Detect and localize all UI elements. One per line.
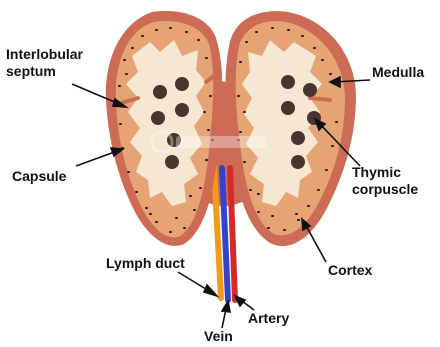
lymph-duct-label: Lymph duct (106, 255, 185, 272)
corpuscle (165, 155, 179, 169)
interlobular-septum-label: Interlobular septum (6, 46, 83, 80)
vein-arrowhead (222, 301, 230, 312)
corpuscle (281, 75, 295, 89)
cortex-text: Cortex (328, 262, 372, 278)
capsule-text: Capsule (12, 168, 66, 184)
medulla-text: Medulla (372, 64, 424, 80)
thymic-corpuscle-text: Thymic corpuscle (352, 164, 418, 197)
cortex-label: Cortex (328, 262, 372, 279)
corpuscle (175, 103, 189, 117)
corpuscle (151, 111, 165, 125)
corpuscle (153, 85, 167, 99)
thymic-corpuscle-label: Thymic corpuscle (352, 164, 418, 198)
corpuscle (303, 83, 317, 97)
corpuscle (281, 101, 295, 115)
interlobular-septum-text: Interlobular septum (6, 46, 83, 79)
vein-label: Vein (204, 328, 233, 345)
right-interlobular-septum (310, 98, 330, 100)
capsule-label: Capsule (12, 168, 66, 185)
corpuscle (291, 155, 305, 169)
lymph-duct-arrowhead (204, 285, 217, 296)
vein-text: Vein (204, 328, 233, 344)
artery-text: Artery (248, 310, 289, 326)
corpuscle (175, 77, 189, 91)
artery-label: Artery (248, 310, 289, 327)
left-lobe (106, 11, 222, 246)
medulla-label: Medulla (372, 64, 424, 81)
lymph-duct-text: Lymph duct (106, 255, 185, 271)
corpuscle (291, 131, 305, 145)
right-lobe (226, 11, 356, 246)
